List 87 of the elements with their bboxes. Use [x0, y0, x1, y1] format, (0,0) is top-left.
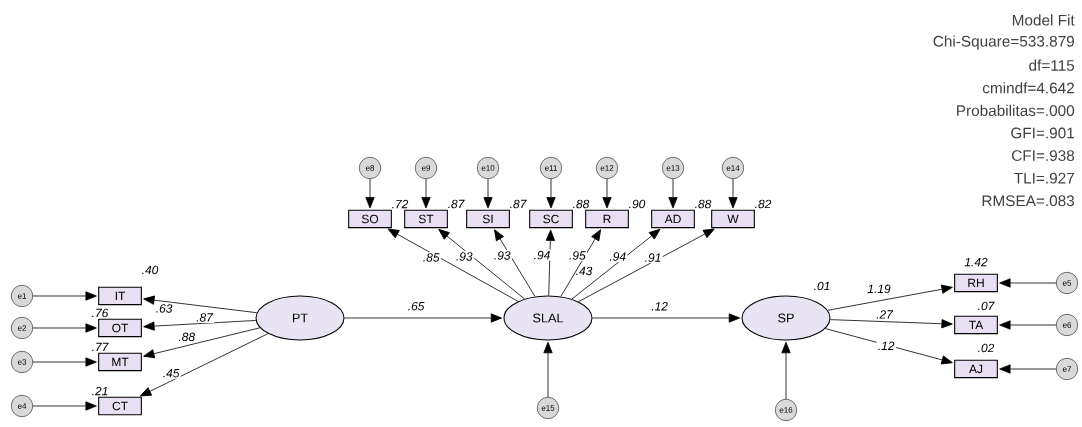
- arrow: [545, 229, 555, 296]
- fit-statistic: CFI=.938: [1012, 150, 1075, 161]
- arrow: [483, 178, 493, 209]
- indicator-box: ST: [404, 209, 448, 229]
- edge-label: .91: [643, 252, 663, 264]
- edge-label: .94: [532, 249, 552, 261]
- arrow: [781, 341, 791, 400]
- indicator-box: W: [711, 209, 755, 229]
- arrow: [578, 228, 715, 302]
- indicator-box: RH: [954, 273, 998, 293]
- indicator-box: R: [585, 209, 629, 229]
- arrow: [592, 313, 741, 323]
- arrow: [999, 364, 1057, 374]
- edge-label: .27: [874, 308, 895, 320]
- fit-statistic: df=115: [1029, 59, 1075, 71]
- arrow: [143, 295, 258, 314]
- arrow: [365, 178, 375, 209]
- indicator-box: TA: [954, 315, 998, 335]
- indicator-box: AD: [651, 209, 695, 229]
- value-label: .88: [573, 199, 590, 209]
- value-label: .76: [92, 308, 109, 318]
- edge-label: .45: [161, 367, 181, 379]
- indicator-box: MT: [98, 352, 142, 372]
- edge-label: .95: [567, 249, 587, 262]
- arrow: [728, 178, 738, 209]
- edge-label: .65: [406, 300, 426, 312]
- value-label: .90: [629, 199, 646, 209]
- edge-label: .93: [492, 249, 512, 262]
- edge-label: .63: [154, 302, 174, 314]
- edge-label: .93: [454, 250, 474, 263]
- value-label: .77: [92, 342, 109, 352]
- arrow: [387, 228, 519, 302]
- value-label: .07: [978, 301, 995, 311]
- arrow: [143, 327, 261, 359]
- fit-statistic: cmindf=4.642: [982, 82, 1074, 94]
- value-label: .87: [510, 199, 527, 209]
- fit-statistic: RMSEA=.083: [982, 195, 1075, 207]
- arrow: [571, 228, 661, 300]
- arrow: [32, 401, 97, 411]
- arrow: [668, 178, 678, 209]
- arrow: [827, 284, 953, 311]
- indicator-box: AJ: [954, 359, 998, 379]
- fit-statistic: Probabilitas=.000: [957, 104, 1075, 116]
- fit-statistic: GFI=.901: [1011, 127, 1074, 139]
- indicator-box: IT: [98, 286, 142, 306]
- arrow: [140, 333, 269, 397]
- value-label: .87: [448, 199, 465, 209]
- arrow: [830, 319, 953, 329]
- arrow: [560, 229, 601, 297]
- arrow: [143, 320, 257, 331]
- value-label: .02: [978, 343, 995, 353]
- value-label: .40: [142, 265, 159, 275]
- indicator-box: SC: [529, 209, 573, 229]
- arrow: [999, 320, 1057, 330]
- edge-label: .12: [649, 300, 670, 312]
- arrow: [494, 229, 536, 297]
- indicator-box: CT: [98, 396, 142, 416]
- arrow: [543, 341, 553, 398]
- edge-label: .87: [194, 311, 215, 324]
- indicator-box: SO: [348, 209, 392, 229]
- arrow: [32, 323, 97, 333]
- value-label: .72: [392, 199, 409, 209]
- value-label: .88: [695, 199, 712, 209]
- edge-label: .85: [421, 251, 441, 263]
- value-label: 1.42: [964, 257, 988, 267]
- indicator-box: OT: [98, 318, 142, 338]
- arrow: [32, 357, 97, 367]
- arrow: [421, 178, 431, 209]
- edge-label: 1.19: [866, 283, 892, 295]
- fit-statistic: Chi-Square=533.879: [933, 35, 1074, 50]
- value-label: .21: [92, 386, 108, 396]
- arrow: [438, 228, 525, 300]
- edge-label: .88: [177, 331, 197, 343]
- arrow: [999, 278, 1057, 288]
- arrow: [546, 178, 556, 209]
- arrow: [344, 313, 503, 323]
- edge-label: .12: [876, 340, 896, 352]
- fit-statistic: TLI=.927: [1014, 172, 1074, 184]
- arrow: [824, 328, 953, 365]
- arrow: [32, 291, 97, 301]
- value-label: .82: [755, 199, 772, 209]
- value-label: .01: [814, 281, 830, 291]
- indicator-box: SI: [466, 209, 510, 229]
- edge-label: .94: [608, 250, 628, 263]
- value-label: .43: [576, 266, 593, 276]
- arrow: [602, 178, 612, 209]
- fit-statistic: Model Fit: [1012, 14, 1075, 26]
